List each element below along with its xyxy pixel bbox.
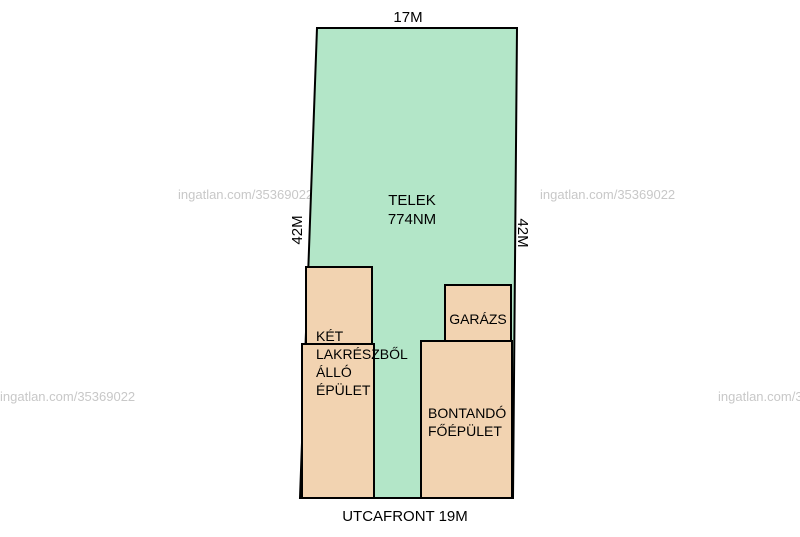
watermark-text: ingatlan.com/35369022 xyxy=(540,187,675,202)
garage-label: GARÁZS xyxy=(449,311,507,327)
left-building-lower xyxy=(301,343,375,499)
main-building-label-line: FŐÉPÜLET xyxy=(428,422,502,439)
main-building xyxy=(420,340,513,499)
watermark-text: ingatlan.com/35369022 xyxy=(0,389,135,404)
left-building-upper xyxy=(305,266,373,345)
garage-building xyxy=(444,284,512,342)
left-building-label-line: KÉT xyxy=(316,328,344,344)
watermark-text: ingatlan.com/35369022 xyxy=(718,389,800,404)
left-building-label-line: LAKRÉSZBŐL xyxy=(316,346,408,362)
plot-label-title: TELEK xyxy=(388,192,436,209)
plot-label-area: 774NM xyxy=(388,211,436,228)
left-dimension-label: 42M xyxy=(289,215,306,244)
watermark-text: ingatlan.com/35369022 xyxy=(178,187,313,202)
main-building-label-line: BONTANDÓ xyxy=(428,405,506,421)
street-front-label: UTCAFRONT 19M xyxy=(342,508,468,525)
right-dimension-label: 42M xyxy=(514,218,531,247)
top-dimension-label: 17M xyxy=(393,9,422,26)
left-building-label-line: ÉPÜLET xyxy=(316,381,371,398)
left-building-label-line: ÁLLÓ xyxy=(316,364,352,380)
